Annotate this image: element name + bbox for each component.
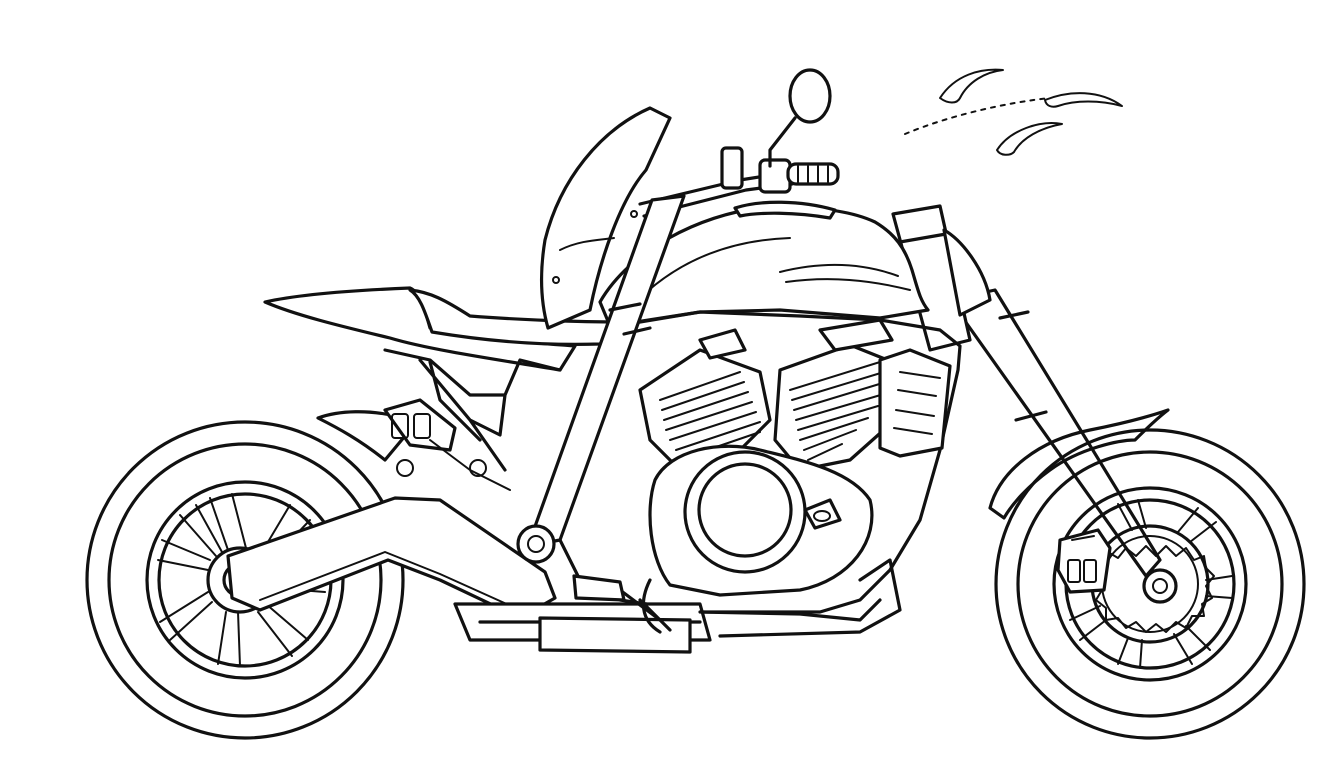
bash-plate <box>718 558 902 638</box>
radiator <box>878 348 952 458</box>
front-wheel <box>994 428 1306 740</box>
fuel-cap <box>733 200 837 220</box>
footpeg-linkage <box>572 574 672 632</box>
fuel-tank <box>598 205 930 328</box>
exhaust-pipe <box>453 578 882 654</box>
mirror <box>768 68 832 168</box>
engine-case <box>648 444 874 597</box>
subframe <box>383 348 562 472</box>
rear-shock <box>383 398 511 491</box>
engine-cylinders <box>638 318 902 472</box>
fork-axle-bolt <box>516 524 556 564</box>
front-fender <box>988 408 1170 520</box>
throttle-housing <box>758 158 792 194</box>
wind-swoosh-lines <box>904 68 1123 156</box>
clutch-lever-mount <box>720 146 744 190</box>
swingarm <box>226 496 557 620</box>
handlebar-grip <box>786 162 840 186</box>
windscreen <box>539 106 672 330</box>
front-fork-left-leg <box>526 194 686 548</box>
